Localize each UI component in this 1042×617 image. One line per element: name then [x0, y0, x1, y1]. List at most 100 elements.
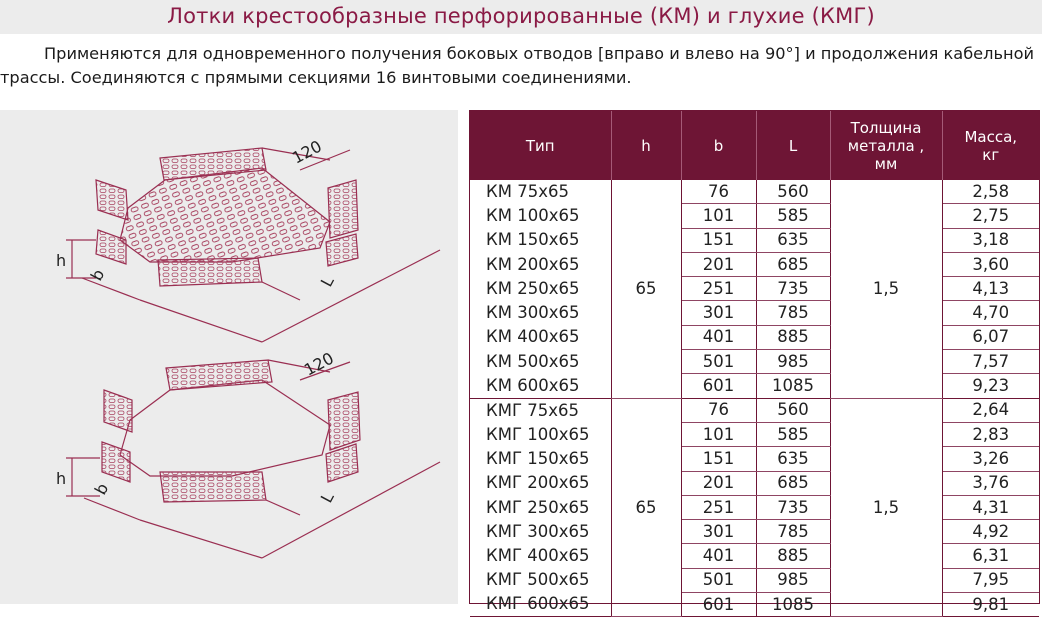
cell-L: 735 — [756, 495, 831, 521]
end-flange-front — [159, 471, 267, 503]
cell-thickness: 1,5 — [830, 398, 943, 617]
side-flange-left — [103, 389, 133, 433]
cell-b: 301 — [681, 300, 757, 326]
cell-L: 635 — [756, 228, 831, 253]
cell-type: КМ 300х65 — [470, 300, 612, 326]
cell-mass: 3,18 — [942, 228, 1039, 253]
cell-mass: 4,13 — [942, 276, 1039, 302]
side-flange-bottom-left — [101, 441, 131, 483]
cell-L: 685 — [756, 471, 831, 496]
dim-h-top: h — [56, 251, 66, 270]
title-bar — [0, 0, 1042, 34]
cell-type: КМГ 400х65 — [470, 543, 612, 569]
cell-b: 101 — [681, 422, 757, 448]
cell-thickness: 1,5 — [830, 180, 943, 399]
specs-table-wrapper: Тип h b L Толщина металла , мм Масса, кг… — [469, 110, 1040, 617]
end-flange-front — [157, 257, 263, 287]
cell-L: 785 — [756, 519, 831, 545]
cell-b: 601 — [681, 373, 757, 399]
header-mass-line-2: кг — [982, 145, 1000, 164]
header-thickness: Толщина металла , мм — [830, 111, 943, 180]
cell-L: 1085 — [756, 592, 831, 617]
cell-type: КМГ 600х65 — [470, 592, 612, 617]
cell-mass: 2,83 — [942, 422, 1039, 448]
cell-mass: 2,58 — [942, 180, 1039, 205]
table-header-row: Тип h b L Толщина металла , мм Масса, кг — [470, 111, 1039, 180]
cell-L: 885 — [756, 325, 831, 351]
drawing-panel: 120 h b L 120 h b L — [0, 110, 458, 604]
cell-type: КМ 150х65 — [470, 228, 612, 253]
specs-table: Тип h b L Толщина металла , мм Масса, кг… — [470, 111, 1039, 617]
cell-b: 201 — [681, 252, 757, 278]
cell-L: 1085 — [756, 373, 831, 399]
end-flange-back — [165, 359, 273, 391]
cell-b: 501 — [681, 568, 757, 594]
cell-type: КМ 100х65 — [470, 203, 612, 229]
cell-L: 785 — [756, 300, 831, 326]
cell-mass: 9,81 — [942, 592, 1039, 617]
cell-b: 501 — [681, 349, 757, 375]
cell-type: КМГ 150х65 — [470, 446, 612, 472]
cell-mass: 6,07 — [942, 325, 1039, 351]
intro-text: Применяются для одновременного получения… — [0, 42, 1038, 90]
cell-mass: 6,31 — [942, 543, 1039, 569]
cell-b: 101 — [681, 203, 757, 229]
dim-L-bottom: L — [317, 489, 338, 506]
cell-type: КМ 500х65 — [470, 349, 612, 374]
cell-L: 585 — [756, 203, 831, 229]
cell-b: 151 — [681, 446, 757, 472]
cell-mass: 4,31 — [942, 495, 1039, 521]
dim-120-bottom: 120 — [301, 348, 337, 379]
dim-b-bottom: b — [91, 480, 113, 498]
intro-line-2: трассы. Соединяются с прямыми секциями 1… — [0, 68, 632, 87]
cell-mass: 2,64 — [942, 398, 1039, 423]
cell-L: 985 — [756, 349, 831, 375]
cell-type: КМ 250х65 — [470, 276, 612, 301]
side-flange-bottom-left — [95, 229, 127, 265]
header-b: b — [681, 111, 757, 180]
cell-b: 401 — [681, 325, 757, 351]
cell-type: КМГ 75х65 — [470, 398, 612, 423]
cell-mass: 7,57 — [942, 349, 1039, 375]
cell-L: 560 — [756, 180, 831, 205]
cell-L: 585 — [756, 422, 831, 448]
side-flange-bottom-right — [325, 443, 359, 483]
header-thickness-line-2: металла , — [847, 136, 925, 155]
header-h: h — [611, 111, 682, 180]
dim-120-top: 120 — [289, 136, 325, 167]
cell-h: 65 — [611, 398, 682, 617]
cell-mass: 4,92 — [942, 519, 1039, 545]
dim-L-top: L — [317, 273, 338, 290]
cell-mass: 9,23 — [942, 373, 1039, 399]
cell-type: КМГ 500х65 — [470, 568, 612, 593]
cell-b: 76 — [681, 398, 757, 423]
technical-drawings: 120 h b L 120 h b L — [56, 136, 441, 559]
cell-b: 251 — [681, 276, 757, 302]
cell-mass: 7,95 — [942, 568, 1039, 594]
cell-b: 251 — [681, 495, 757, 521]
intro-line-1: Применяются для одновременного получения… — [44, 44, 1035, 63]
cell-b: 151 — [681, 228, 757, 253]
solid-floor — [119, 379, 331, 477]
cell-mass: 3,60 — [942, 252, 1039, 278]
cell-b: 201 — [681, 471, 757, 496]
cell-mass: 2,75 — [942, 203, 1039, 229]
cell-b: 401 — [681, 543, 757, 569]
cell-type: КМГ 250х65 — [470, 495, 612, 520]
cell-type: КМ 200х65 — [470, 252, 612, 277]
perforated-cross-drawing — [66, 147, 441, 343]
cell-mass: 4,70 — [942, 300, 1039, 326]
